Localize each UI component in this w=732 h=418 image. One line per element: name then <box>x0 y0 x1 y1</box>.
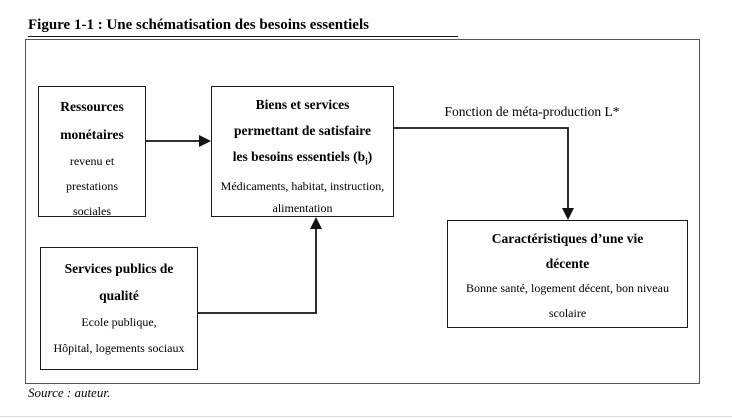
box-title-line: Biens et services <box>255 97 350 112</box>
box-caracteristiques-vie-decente: Caractéristiques d’une vie décente Bonne… <box>447 220 688 328</box>
box-title-line: Services publics de <box>64 261 174 276</box>
box-detail-line: sociales <box>73 204 111 218</box>
bottom-divider <box>0 416 732 417</box>
box-detail-line: revenu et <box>69 154 115 168</box>
box-title-line: Caractéristiques d’une vie <box>491 231 644 246</box>
title-text-pre: les besoins essentiels (b <box>232 149 366 164</box>
box-detail-line: prestations <box>66 179 118 193</box>
figure-title: Figure 1-1 : Une schématisation des beso… <box>28 17 458 37</box>
diagram-frame <box>25 39 700 384</box>
title-text-post: ) <box>367 149 373 164</box>
box-services-publics: Services publics de qualité Ecole publiq… <box>40 247 198 370</box>
box-ressources-monetaires: Ressources monétaires revenu et prestati… <box>38 86 146 218</box>
box-biens-et-services: Biens et services permettant de satisfai… <box>211 86 394 217</box>
source-note: Source : auteur. <box>28 385 111 400</box>
box-title-line: qualité <box>99 288 139 303</box>
box-detail-line: scolaire <box>548 306 587 320</box>
box-title-line-subscript: les besoins essentiels (bi) <box>212 144 393 175</box>
box-title-line: décente <box>545 256 590 271</box>
box-detail-line: alimentation <box>272 200 333 215</box>
box-detail-line: Ecole publique, <box>81 315 157 329</box>
box-detail-line: Bonne santé, logement décent, bon niveau <box>466 281 669 295</box>
box-title-line: permettant de satisfaire <box>234 123 371 138</box>
meta-production-label: Fonction de méta-production L* <box>444 104 620 119</box>
box-title-line: monétaires <box>60 127 124 142</box>
title-subscript: i <box>365 156 368 167</box>
box-detail-line: Médicaments, habitat, instruction, <box>220 178 385 193</box>
box-title-line: Ressources <box>60 99 124 114</box>
box-detail-line: Hôpital, logements sociaux <box>53 341 185 355</box>
